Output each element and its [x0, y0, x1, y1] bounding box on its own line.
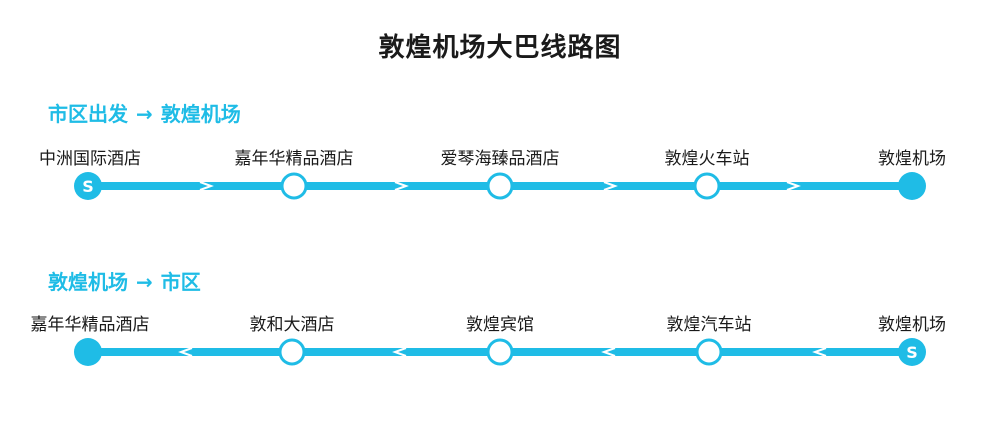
route-2-stop-4-marker [695, 338, 723, 366]
route-1-chevron-icon [603, 181, 618, 191]
route-1-arrow-icon: → [136, 102, 153, 126]
route-2-stop-4-name: 敦煌汽车站 [666, 315, 752, 335]
route-1-stop-3-marker [486, 172, 514, 200]
route-2-stop-1-name: 嘉年华精品酒店 [30, 315, 150, 335]
route-2-arrow-icon: → [136, 270, 153, 294]
route-1-start-marker-label: S [82, 177, 94, 196]
diagram-title: 敦煌机场大巴线路图 [378, 33, 622, 63]
route-2-chevron-icon [392, 347, 407, 357]
route-2-chevron-icon [601, 347, 616, 357]
route-2-stop-3-name: 敦煌宾馆 [466, 315, 534, 335]
route-1-terminal-marker [898, 172, 926, 200]
route-2-chevron-icon [812, 347, 827, 357]
route-1-stop-2-name: 嘉年华精品酒店 [234, 149, 354, 169]
route-1-stop-2-marker [280, 172, 308, 200]
route-1-destination: 敦煌机场 [160, 102, 241, 126]
route-2-stop-2-marker [278, 338, 306, 366]
route-1-stop-4-marker [693, 172, 721, 200]
route-2-start-marker [898, 338, 926, 366]
route-2-label: 敦煌机场 → 市区 [48, 266, 201, 295]
route-1-origin: 市区出发 [48, 102, 128, 126]
route-1-chevron-icon [199, 181, 214, 191]
route-2-destination: 市区 [160, 270, 201, 294]
route-1-stop-1-name: 中洲国际酒店 [39, 149, 141, 169]
route-2-stop-3-marker [486, 338, 514, 366]
route-2-stop-2-name: 敦和大酒店 [249, 315, 335, 335]
route-1-stop-3-name: 爱琴海臻品酒店 [440, 149, 560, 169]
route-1-stop-4-name: 敦煌火车站 [664, 149, 750, 169]
route-2-chevron-icon [178, 347, 193, 357]
route-1-chevron-icon [394, 181, 409, 191]
route-1-stop-5-name: 敦煌机场 [878, 149, 946, 169]
route-2-stop-5-name: 敦煌机场 [878, 315, 946, 335]
route-2-start-marker-label: S [906, 343, 918, 362]
route-2-terminal-marker [74, 338, 102, 366]
route-1-label: 市区出发 → 敦煌机场 [48, 98, 241, 127]
route-1-chevron-icon [786, 181, 801, 191]
route-1-start-marker [74, 172, 102, 200]
route-2-origin: 敦煌机场 [48, 270, 128, 294]
